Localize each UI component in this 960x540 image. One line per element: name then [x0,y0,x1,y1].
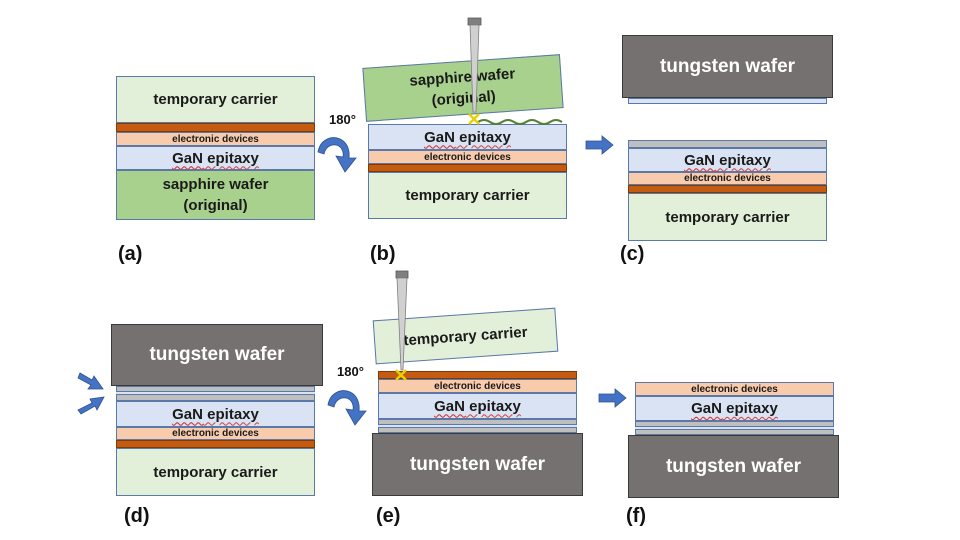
d-temporary-carrier: temporary carrier [116,448,315,496]
a-electronic-devices: electronic devices [116,132,315,146]
e-gap-layer [378,425,577,427]
laser-probe-icon [395,270,409,371]
f-gan-epitaxy: GaN epitaxy [635,396,834,421]
panel-label-c: (c) [620,243,645,265]
a-gan-epitaxy: GaN epitaxy [116,146,315,170]
laser-probe-icon [467,17,482,113]
d-tungsten-wafer: tungsten wafer [111,324,323,386]
right-arrow-icon [585,135,614,155]
panel-label-b: (b) [370,243,396,265]
interface-wave-icon [477,119,563,125]
press-arrow-icon [77,372,105,415]
e-tungsten-wafer: tungsten wafer [372,433,583,496]
d-thin-layer-1 [116,386,315,392]
c-bond-layer [628,185,827,193]
c-gan-epitaxy: GaN epitaxy [628,148,827,172]
panel-label-f: (f) [626,505,646,527]
f-tungsten-wafer: tungsten wafer [628,435,839,498]
laser-spot-icon [468,113,480,125]
e-thin-layer-2 [378,427,577,433]
e-rotation-label: 180° [337,364,364,379]
c-temporary-carrier: temporary carrier [628,193,827,241]
laser-spot-icon [395,369,407,381]
curved-rotate-arrow-icon [317,137,357,173]
c-tungsten-underlayer [628,98,827,104]
panel-label-e: (e) [376,505,401,527]
e-electronic-devices: electronic devices [378,379,577,393]
d-thin-layer-2 [116,394,315,401]
e-gan-epitaxy: GaN epitaxy [378,393,577,419]
panel-label-d: (d) [124,505,150,527]
b-electronic-devices: electronic devices [368,150,567,164]
f-thin-layer-1 [635,421,834,427]
b-rotation-label: 180° [329,112,356,127]
e-thin-layer-1 [378,419,577,425]
panel-label-a: (a) [118,243,143,265]
d-gap-layer [116,392,315,394]
b-temporary-carrier: temporary carrier [368,172,567,219]
f-thin-layer-2 [635,429,834,435]
b-bond-layer [368,164,567,172]
d-bond-layer [116,440,315,448]
a-bond-layer [116,123,315,132]
f-gap-layer [635,427,834,429]
c-tungsten-wafer: tungsten wafer [622,35,833,98]
c-top-thin-layer [628,140,827,148]
b-gan-epitaxy: GaN epitaxy [368,124,567,150]
d-electronic-devices: electronic devices [116,427,315,440]
right-arrow-icon [598,388,627,408]
e-bond-layer [378,371,577,379]
d-gan-epitaxy: GaN epitaxy [116,401,315,427]
a-temporary-carrier: temporary carrier [116,76,315,123]
curved-rotate-arrow-icon [327,390,367,426]
f-electronic-devices: electronic devices [635,382,834,396]
c-electronic-devices: electronic devices [628,172,827,185]
a-sapphire-wafer: sapphire wafer (original) [116,170,315,220]
